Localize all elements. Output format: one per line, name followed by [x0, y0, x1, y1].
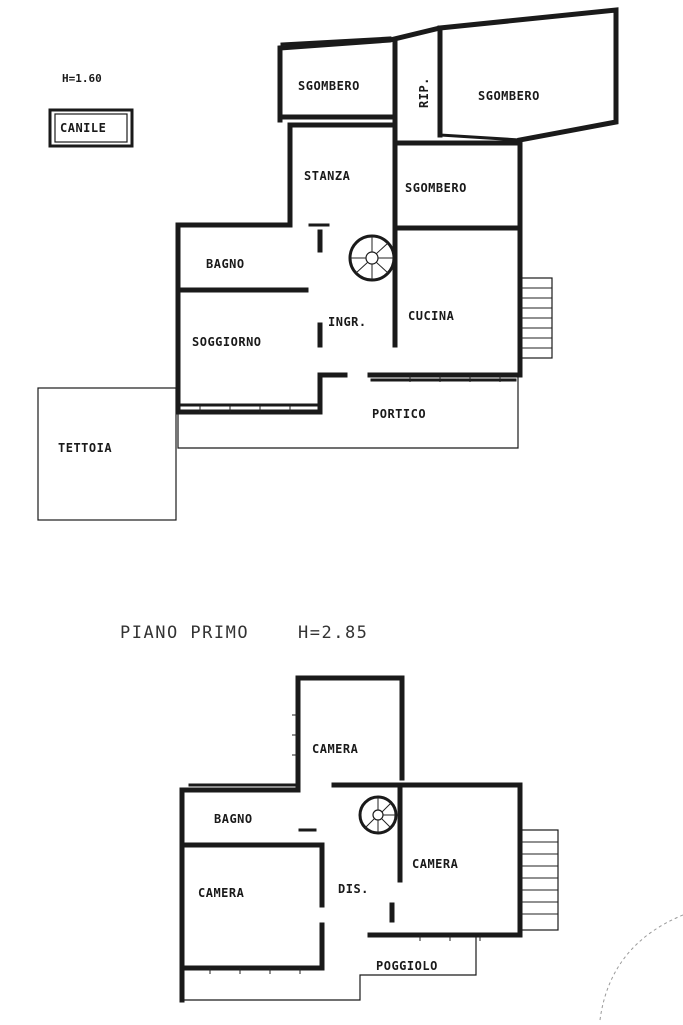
- poggiolo-outline: [181, 934, 477, 1001]
- first-floor-plan: PIANO PRIMO H=2.85: [120, 623, 683, 1021]
- portico-outline: [177, 374, 519, 449]
- first-floor-title: PIANO PRIMO: [120, 623, 249, 643]
- room-label-sgombero-1: SGOMBERO: [298, 79, 360, 93]
- ground-height-label: H=1.60: [62, 72, 102, 85]
- room-label-camera-left: CAMERA: [198, 886, 245, 900]
- room-label-stanza: STANZA: [304, 169, 351, 183]
- first-window-marks: [209, 714, 481, 974]
- first-exterior-stairs: [519, 829, 559, 931]
- room-label-camera-top: CAMERA: [312, 742, 359, 756]
- room-label-sgombero-2: SGOMBERO: [478, 89, 540, 103]
- canile-block: CANILE: [48, 108, 134, 148]
- tettoia-outline: [37, 387, 177, 521]
- room-label-cucina: CUCINA: [408, 309, 455, 323]
- ground-exterior-stairs: [519, 277, 553, 359]
- room-label-camera-right: CAMERA: [412, 857, 459, 871]
- room-label-dis: DIS.: [338, 882, 369, 896]
- room-label-sgombero-3: SGOMBERO: [405, 181, 467, 195]
- first-spiral-stair: [358, 795, 398, 835]
- ground-spiral-stair: [348, 234, 396, 282]
- stamp-arc: [599, 914, 683, 1021]
- ground-window-marks: [199, 375, 501, 412]
- room-label-bagno-first: BAGNO: [214, 812, 253, 826]
- storage-annex-walls: [277, 7, 619, 143]
- first-floor-height-label: H=2.85: [298, 623, 368, 643]
- room-label-ingr: INGR.: [328, 315, 367, 329]
- ground-main-walls: [175, 122, 523, 415]
- room-label-canile: CANILE: [60, 121, 106, 135]
- room-label-soggiorno: SOGGIORNO: [192, 335, 262, 349]
- room-label-tettoia: TETTOIA: [58, 441, 112, 455]
- room-label-poggiolo: POGGIOLO: [376, 959, 438, 973]
- first-main-walls: [179, 675, 523, 1003]
- room-label-portico: PORTICO: [372, 407, 426, 421]
- room-label-rip: RIP.: [417, 77, 431, 108]
- room-label-bagno: BAGNO: [206, 257, 245, 271]
- ground-floor-plan: H=1.60 CANILE: [37, 7, 619, 521]
